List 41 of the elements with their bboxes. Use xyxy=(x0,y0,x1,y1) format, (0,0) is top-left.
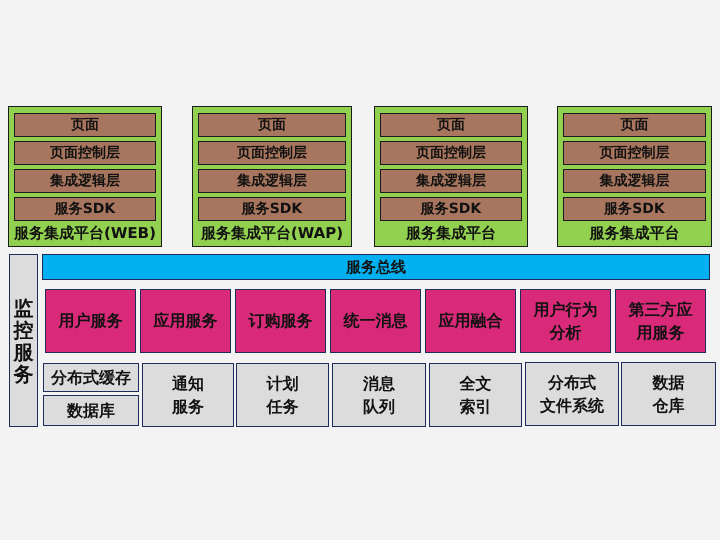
infrastructure-box: 分布式文件系统 xyxy=(525,362,619,426)
layer-bar: 集成逻辑层 xyxy=(563,169,706,193)
layer-bar: 服务SDK xyxy=(563,197,706,221)
layer-bar: 集成逻辑层 xyxy=(14,169,156,193)
platform-box xyxy=(8,106,162,247)
layer-bar: 服务SDK xyxy=(380,197,522,221)
service-box: 应用融合 xyxy=(425,289,516,353)
infrastructure-box: 全文索引 xyxy=(429,363,522,427)
platform-box xyxy=(557,106,712,247)
platform-title: 服务集成平台 xyxy=(404,223,497,243)
layer-bar: 页面 xyxy=(380,113,522,137)
infrastructure-box: 分布式缓存 xyxy=(43,363,139,392)
layer-bar: 服务SDK xyxy=(198,197,346,221)
platform-title: 服务集成平台(WAP) xyxy=(200,223,344,243)
platform-title: 服务集成平台(WEB) xyxy=(12,223,157,243)
infrastructure-box: 数据仓库 xyxy=(621,362,716,426)
infrastructure-box: 计划任务 xyxy=(236,363,329,427)
service-bus-bar: 服务总线 xyxy=(42,254,710,280)
layer-bar: 页面控制层 xyxy=(563,141,706,165)
service-box: 订购服务 xyxy=(235,289,326,353)
layer-bar: 页面 xyxy=(198,113,346,137)
infrastructure-box: 通知服务 xyxy=(142,363,234,427)
layer-bar: 页面 xyxy=(14,113,156,137)
infrastructure-box: 消息队列 xyxy=(332,363,426,427)
platform-title: 服务集成平台 xyxy=(588,223,680,243)
platform-box xyxy=(192,106,352,247)
infrastructure-box: 数据库 xyxy=(43,395,139,426)
platform-box xyxy=(374,106,528,247)
service-box: 第三方应用服务 xyxy=(615,289,706,353)
monitor-service-box: 监控服务 xyxy=(9,254,38,427)
layer-bar: 集成逻辑层 xyxy=(198,169,346,193)
layer-bar: 页面控制层 xyxy=(14,141,156,165)
layer-bar: 页面控制层 xyxy=(198,141,346,165)
layer-bar: 页面 xyxy=(563,113,706,137)
layer-bar: 服务SDK xyxy=(14,197,156,221)
layer-bar: 页面控制层 xyxy=(380,141,522,165)
service-box: 应用服务 xyxy=(140,289,231,353)
service-box: 用户行为分析 xyxy=(520,289,611,353)
service-box: 用户服务 xyxy=(45,289,136,353)
service-box: 统一消息 xyxy=(330,289,421,353)
layer-bar: 集成逻辑层 xyxy=(380,169,522,193)
